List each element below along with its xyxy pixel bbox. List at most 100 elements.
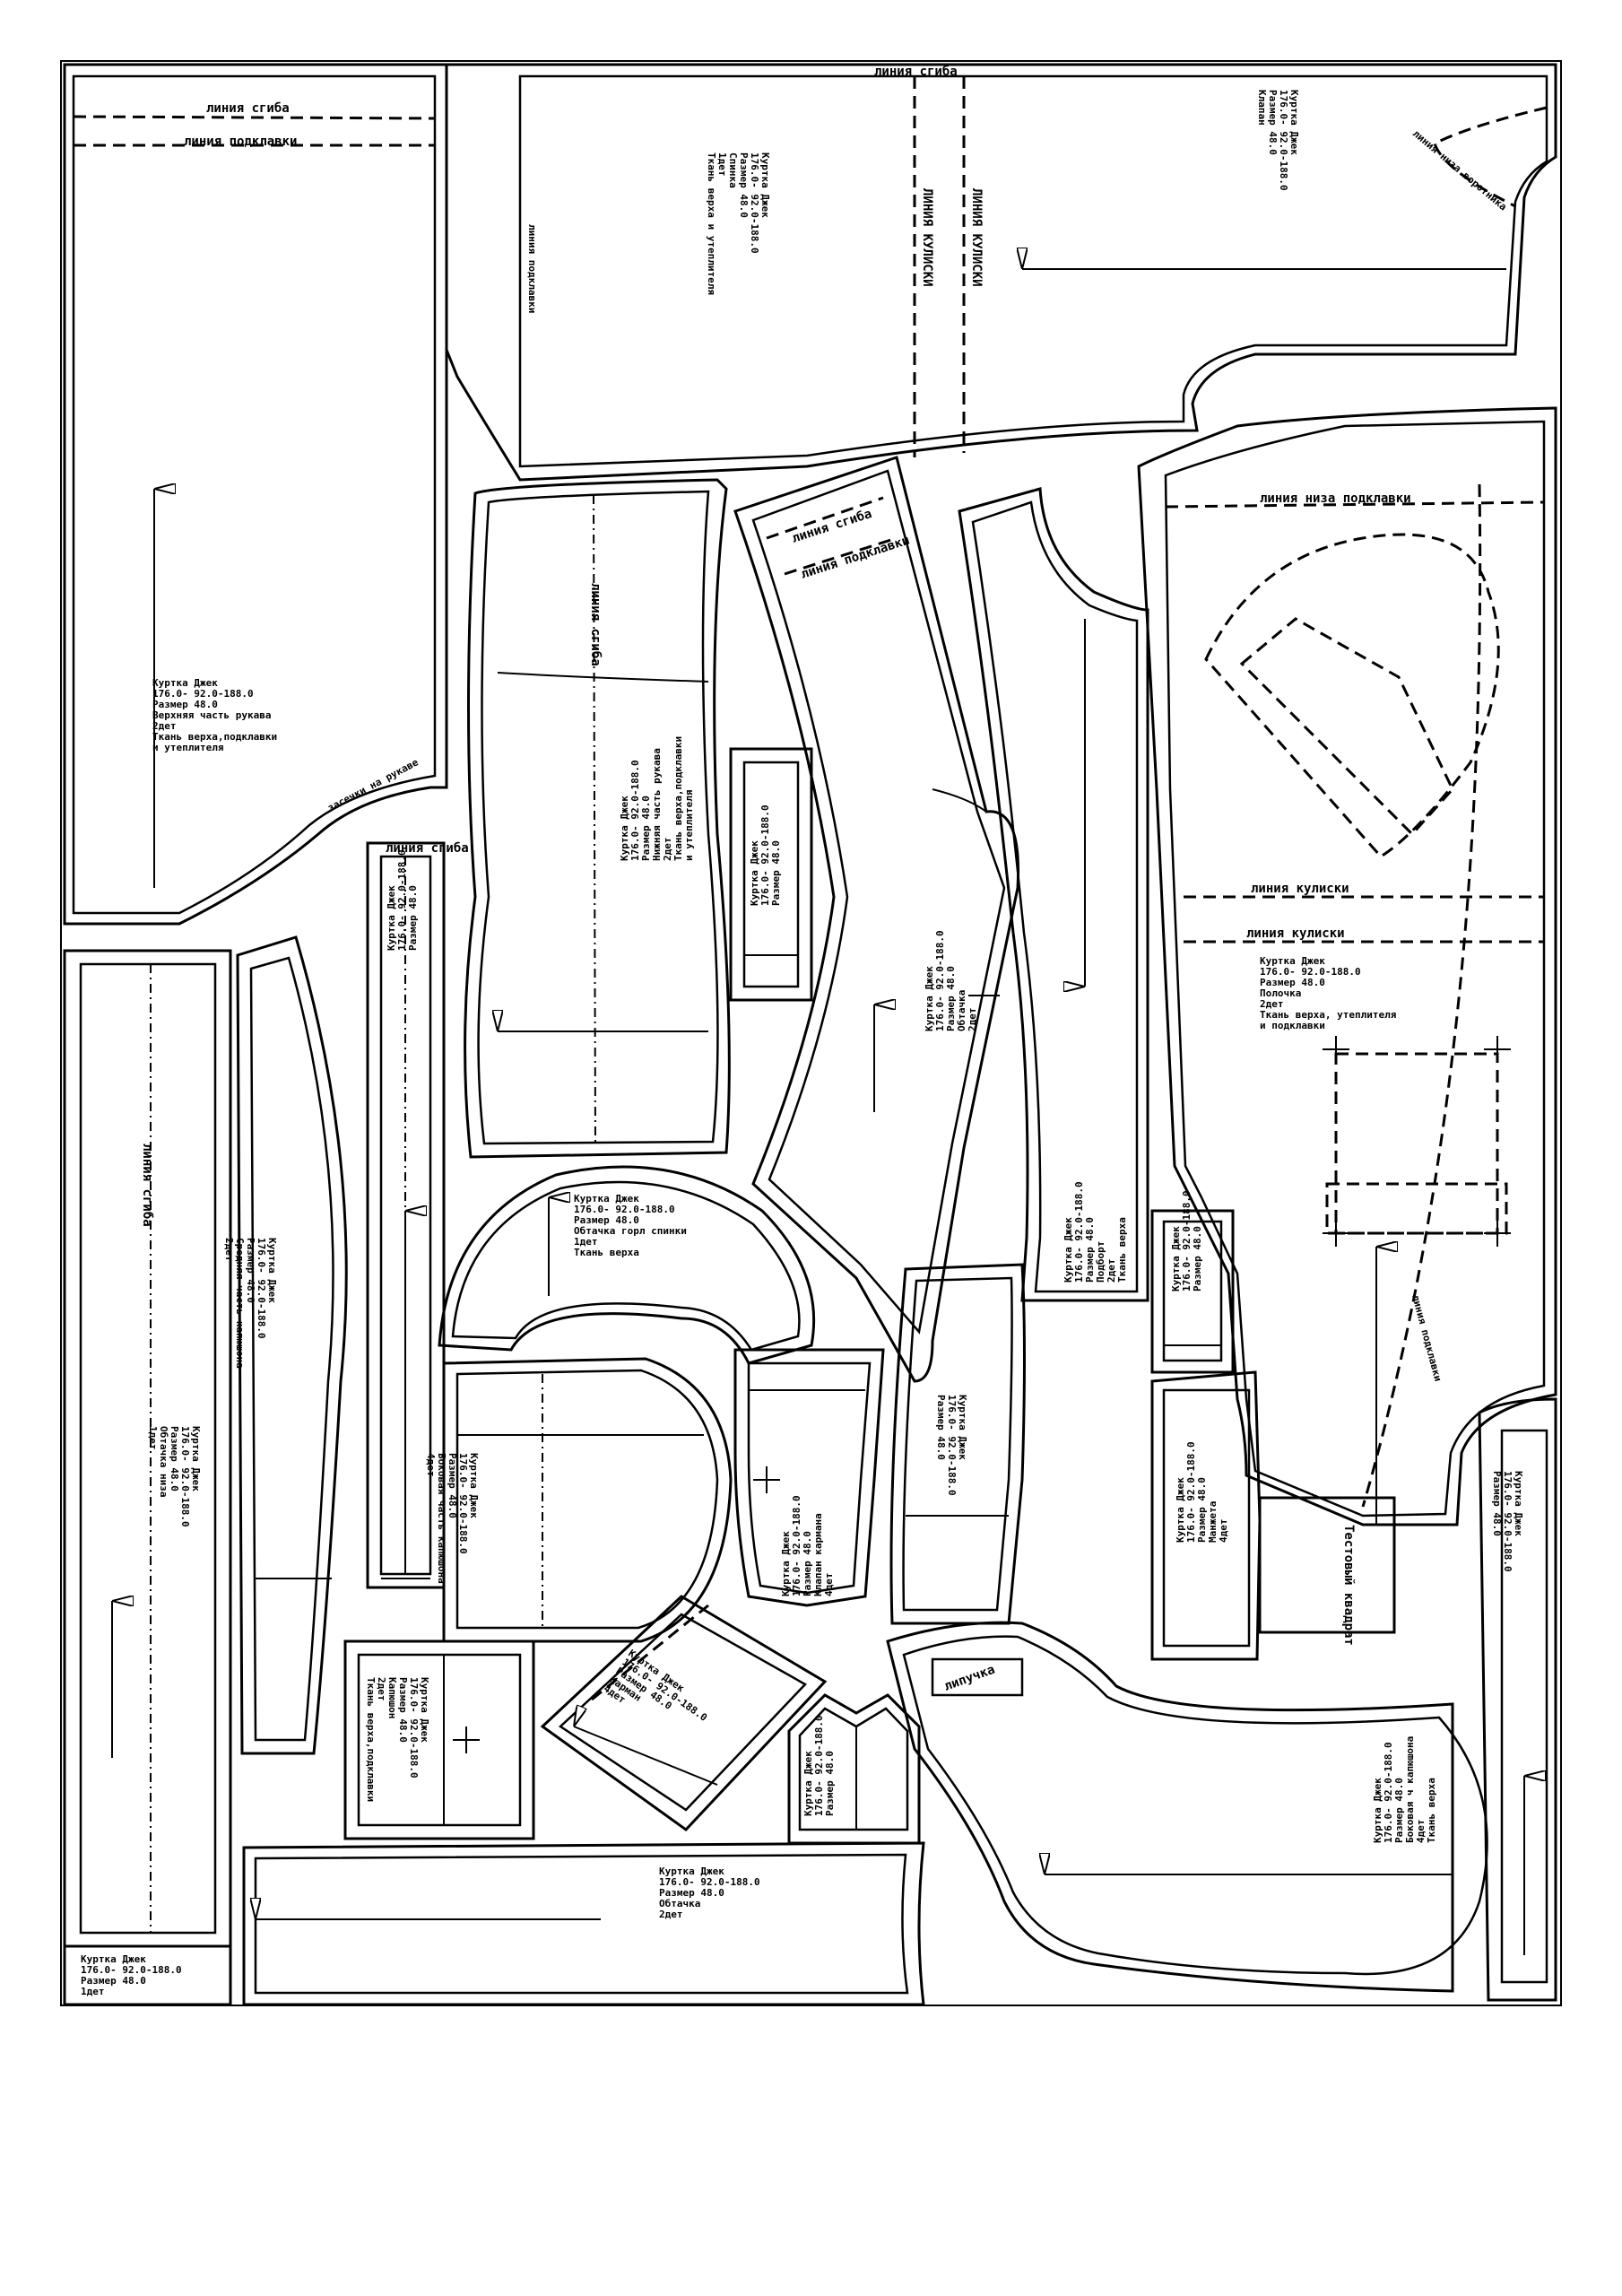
sleeve-top-l1: Куртка Джек	[152, 677, 218, 689]
piece-corner: Куртка Джек 176.0- 92.0-188.0 Размер 48.…	[63, 1944, 232, 2006]
front-drawstring-2: линия кулиски	[1246, 926, 1345, 941]
pocket-piece-text: Куртка Джек 176.0- 92.0-188.0 Размер 48.…	[602, 1648, 709, 1724]
piece-strip-2: линия сгиба Куртка Джек 176.0- 92.0-188.…	[366, 841, 469, 1589]
corner-l2: 176.0- 92.0-188.0	[81, 1964, 182, 1976]
sleeve-top-l5: 2дет	[152, 720, 177, 732]
piece-hood-side: Куртка Джек 176.0- 92.0-188.0 Размер 48.…	[425, 1357, 733, 1643]
inner-strip-l4: Обтачка	[956, 990, 967, 1031]
hood-text: Куртка Джек 176.0- 92.0-188.0 Размер 48.…	[1372, 1736, 1437, 1843]
inner-strip-l2: 176.0- 92.0-188.0	[934, 930, 946, 1031]
facing-l3: Размер 48.0	[1084, 1217, 1096, 1283]
cuff-l4: Манжета	[1207, 1501, 1219, 1543]
pocket-flap-l2: 176.0- 92.0-188.0	[791, 1495, 802, 1596]
back-lining-v: линия подклавки	[526, 224, 538, 313]
hood-block-l1: Куртка Джек	[419, 1677, 430, 1743]
sleeve-lower-l3: Размер 48.0	[640, 796, 652, 861]
cuff-text: Куртка Джек 176.0- 92.0-188.0 Размер 48.…	[1175, 1441, 1229, 1543]
pocket-flap-l4: Клапан кармана	[812, 1513, 824, 1596]
piece-curved-strip: Куртка Джек 176.0- 92.0-188.0 Размер 48.…	[223, 935, 348, 1755]
strip-2-l3: Размер 48.0	[407, 885, 419, 951]
back-text: Куртка Джек 176.0- 92.0-188.0 Размер 48.…	[706, 152, 771, 295]
collar-l2: 176.0- 92.0-188.0	[1278, 90, 1289, 191]
collar-text: Куртка Джек 176.0- 92.0-188.0 Размер 48.…	[1256, 90, 1300, 191]
cuff-l2: 176.0- 92.0-188.0	[1185, 1441, 1197, 1543]
hood-side-l4: Боковая часть капюшона	[436, 1453, 447, 1584]
strip-2-l1: Куртка Джек	[386, 885, 397, 951]
sheet-border	[60, 60, 1562, 2006]
strap-l2: 176.0- 92.0-188.0	[813, 1715, 825, 1816]
curved-strip-l4: Средняя часть капюшона	[234, 1238, 246, 1369]
pocket-bag-l2: 176.0- 92.0-188.0	[946, 1395, 958, 1496]
piece-cuff: Куртка Джек 176.0- 92.0-188.0 Размер 48.…	[1150, 1370, 1262, 1661]
diag-lining: линия подклавки	[799, 534, 911, 582]
long-strip-l2: 176.0- 92.0-188.0	[179, 1426, 191, 1527]
hood-side-l1: Куртка Джек	[468, 1453, 480, 1518]
sleeve-top-l3: Размер 48.0	[152, 699, 218, 710]
yoke-l3: Размер 48.0	[574, 1214, 639, 1226]
sleeve-lower-l6: Ткань верха,подклавки	[672, 736, 684, 861]
right-strip-l3: Размер 48.0	[1491, 1471, 1503, 1536]
collar-l1: Куртка Джек	[1288, 90, 1300, 155]
curved-strip-l2: 176.0- 92.0-188.0	[256, 1238, 267, 1339]
piece-sleeve-top: линия сгиба линия подклавки Куртка Джек …	[63, 63, 448, 926]
back-l1: Куртка Джек	[759, 152, 771, 218]
back-drawstring-v1: ЛИНИЯ КУЛИСКИ	[920, 188, 934, 287]
hood-block-l4: Капюшон	[386, 1677, 398, 1718]
hood-l6: Ткань верха	[1426, 1778, 1437, 1843]
corner-l4: 1дет	[81, 1986, 105, 1997]
sleeve-lower-fold: линия сгиба	[588, 583, 603, 666]
front-text: Куртка Джек 176.0- 92.0-188.0 Размер 48.…	[1260, 955, 1396, 1031]
hood-block-l6: Ткань верха,подклавки	[365, 1677, 377, 1802]
bottom-strip-l5: 2дет	[659, 1909, 683, 1920]
front-l3: Размер 48.0	[1260, 977, 1325, 988]
piece-facing: Куртка Джек 176.0- 92.0-188.0 Размер 48.…	[958, 487, 1149, 1302]
long-strip-l1: Куртка Джек	[190, 1426, 202, 1492]
cuff-l5: 4дет	[1218, 1519, 1229, 1544]
strip-2-l2: 176.0- 92.0-188.0	[396, 849, 408, 951]
back-fold-label: линия сгиба	[874, 65, 958, 79]
button-marks	[1323, 1036, 1511, 1247]
sleeve-top-lining-label: линия подклавки	[184, 135, 297, 149]
tab-l1: Куртка Джек	[1170, 1226, 1182, 1292]
front-lining-v: линия подклавки	[1409, 1293, 1444, 1382]
pocket-bag-l1: Куртка Джек	[957, 1395, 968, 1460]
hood-l5: 4дет	[1415, 1820, 1427, 1844]
yoke-text: Куртка Джек 176.0- 92.0-188.0 Размер 48.…	[574, 1193, 687, 1258]
hood-l2: 176.0- 92.0-188.0	[1383, 1742, 1394, 1843]
collar-line-label: линия низа воротника	[1410, 127, 1509, 213]
corner-l1: Куртка Джек	[81, 1953, 146, 1965]
piece-sleeve-lower: линия сгиба Куртка Джек 176.0- 92.0-188.…	[464, 478, 731, 1159]
front-l4: Полочка	[1260, 987, 1301, 999]
facing-l2: 176.0- 92.0-188.0	[1073, 1181, 1085, 1283]
piece-bottom-strip: Куртка Джек 176.0- 92.0-188.0 Размер 48.…	[242, 1841, 925, 2006]
sleeve-top-l4: Верхняя часть рукава	[152, 709, 271, 721]
piece-diagonal: линия сгиба линия подклавки Куртка Джек …	[733, 456, 1020, 1383]
yoke-l5: 1дет	[574, 1236, 598, 1248]
sleeve-lower-l7: и утеплителя	[683, 790, 695, 861]
back-l3: Размер 48.0	[738, 152, 750, 218]
hood-block-text: Куртка Джек 176.0- 92.0-188.0 Размер 48.…	[365, 1677, 430, 1802]
hood-l4: Боковая ч капюшона	[1404, 1736, 1416, 1843]
piece-strap: Куртка Джек 176.0- 92.0-188.0 Размер 48.…	[787, 1693, 921, 1845]
sleeve-top-text: Куртка Джек 176.0- 92.0-188.0 Размер 48.…	[152, 677, 277, 753]
pocket-flap-text: Куртка Джек 176.0- 92.0-188.0 Размер 48.…	[780, 1495, 835, 1596]
hood-block-l3: Размер 48.0	[397, 1677, 409, 1743]
small-rect-text: Куртка Джек 176.0- 92.0-188.0 Размер 48.…	[749, 804, 782, 906]
sleeve-lower-l4: Нижняя часть рукава	[651, 748, 663, 861]
sleeve-lower-l1: Куртка Джек	[619, 796, 630, 861]
diag-fold: линия сгиба	[790, 507, 873, 546]
pocket-flap-l1: Куртка Джек	[780, 1531, 792, 1596]
front-drawstring-1: линия кулиски	[1251, 882, 1349, 896]
piece-front: линия низа подклавки линия кулиски линия…	[1137, 406, 1557, 1526]
hood-side-l2: 176.0- 92.0-188.0	[457, 1453, 469, 1554]
hood-l3: Размер 48.0	[1393, 1778, 1405, 1843]
pocket-bag-text: Куртка Джек 176.0- 92.0-188.0 Размер 48.…	[935, 1395, 968, 1496]
long-strip-l4: Обтачка низа	[158, 1426, 169, 1497]
bottom-strip-l4: Обтачка	[659, 1898, 700, 1909]
strap-l1: Куртка Джек	[802, 1751, 814, 1816]
sleeve-top-l2: 176.0- 92.0-188.0	[152, 688, 254, 700]
front-l5: 2дет	[1260, 998, 1284, 1010]
pocket-bag-l3: Размер 48.0	[935, 1395, 947, 1460]
right-strip-l1: Куртка Джек	[1513, 1471, 1524, 1536]
